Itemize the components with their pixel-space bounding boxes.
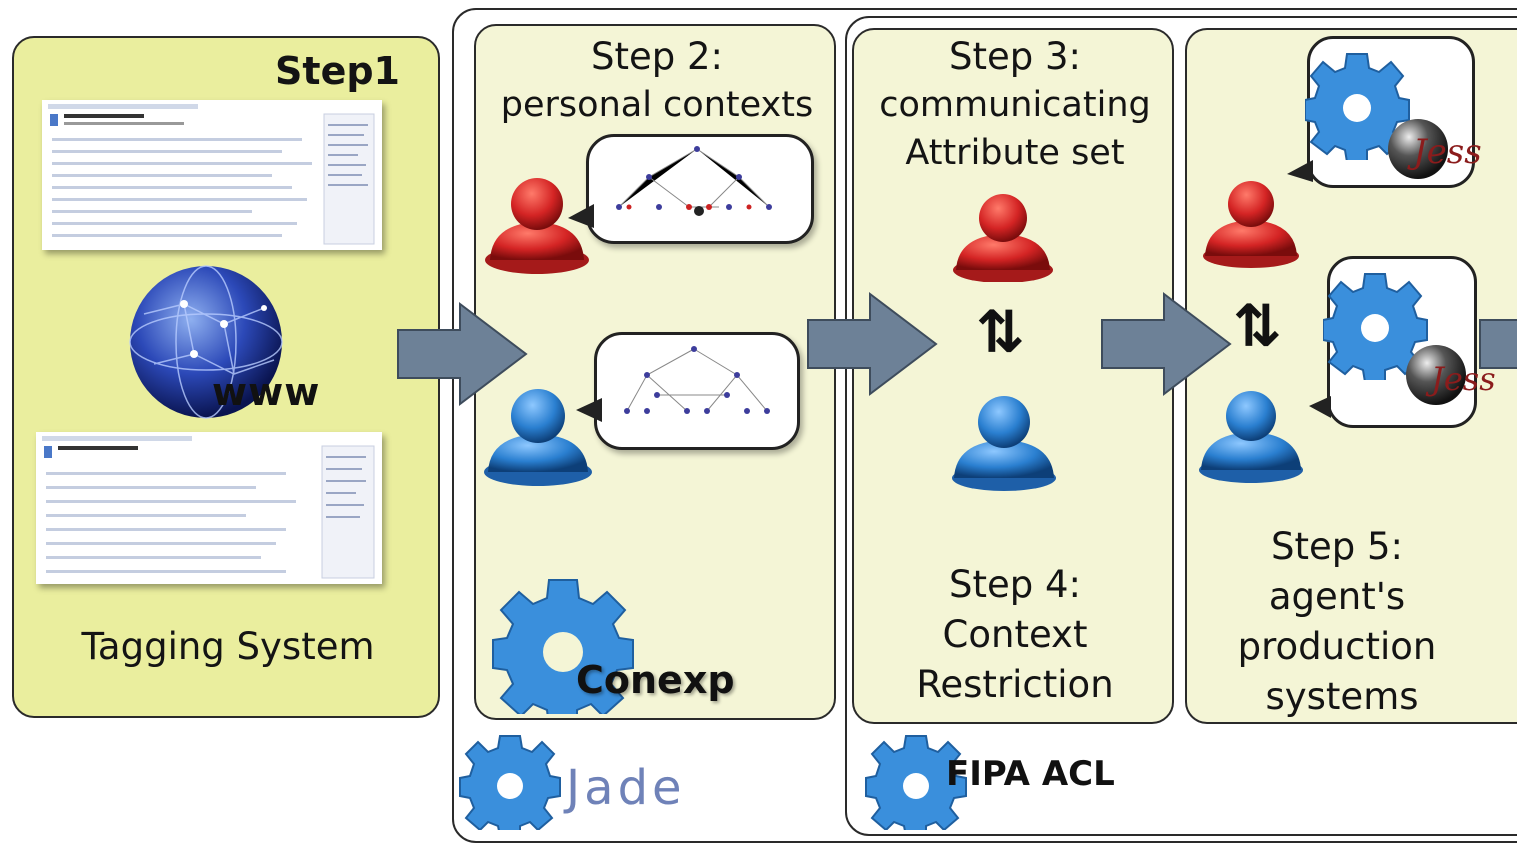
step3-step4-panel: Step 3: communicating Attribute set ⇅ St… <box>852 28 1174 724</box>
jess-gear-icon-2 <box>1323 273 1428 380</box>
red-agent-icon-step3 <box>953 194 1053 282</box>
jess-sphere-icon-2 <box>1406 345 1466 405</box>
step1-title: Step1 <box>275 49 400 93</box>
tagging-page-lines <box>48 104 375 245</box>
fipa-acl-frame <box>845 16 1517 836</box>
jade-logo-text: Jade <box>566 760 686 816</box>
step2-title-line2: personal contexts <box>500 85 814 125</box>
step1-panel: Step1 <box>12 36 440 718</box>
step1-caption: Tagging System <box>81 625 375 668</box>
exchange-arrows-step5: ⇅ <box>1233 292 1282 360</box>
blue-agent-icon-step3 <box>952 396 1056 491</box>
step3-title-line3: Attribute set <box>905 133 1125 173</box>
conexp-label: Conexp <box>576 658 735 702</box>
tagging-screenshot-bottom <box>36 432 382 584</box>
step5-line1: Step 5: <box>1270 525 1403 568</box>
step5-panel: Jess Jess ⇅ Step 5: agent's production s… <box>1185 28 1517 724</box>
step5-line2: agent's <box>1268 575 1406 618</box>
step4-line1: Step 4: <box>948 563 1081 606</box>
tagging-page-lines-2 <box>42 436 375 579</box>
flow-arrow-3 <box>1101 291 1232 397</box>
flow-arrow-4-partial <box>1479 319 1517 369</box>
step5-line3: production <box>1237 625 1437 668</box>
red-agent-icon-step5 <box>1203 181 1299 268</box>
globe-www-label: www <box>212 370 321 414</box>
jess-bubble-1-tail <box>1287 160 1313 182</box>
step4-line2: Context <box>942 613 1088 656</box>
step5-line4: systems <box>1265 675 1419 718</box>
step3-title-line1: Step 3: <box>948 35 1081 78</box>
jess-gear-icon-1 <box>1305 53 1410 160</box>
fipa-acl-label: FIPA ACL <box>946 754 1115 794</box>
red-agent-icon <box>485 178 589 274</box>
flow-arrow-1 <box>397 301 528 407</box>
bubble-1-tail <box>568 204 594 228</box>
flow-arrow-2 <box>807 291 938 397</box>
jess-sphere-icon-1 <box>1388 119 1448 179</box>
context-lattice-bubble-2 <box>594 332 800 450</box>
context-lattice-bubble-1 <box>586 134 814 244</box>
step2-panel: Step 2: personal contexts <box>474 24 836 720</box>
exchange-arrows-step3: ⇅ <box>976 298 1025 366</box>
concept-lattice-graph-2 <box>624 346 770 414</box>
step2-title-line1: Step 2: <box>590 35 723 78</box>
bubble-2-tail <box>576 398 602 422</box>
step3-title-line2: communicating <box>879 85 1151 125</box>
tagging-screenshot-top <box>42 100 382 250</box>
fipa-gear-icon <box>865 735 967 830</box>
jade-gear-icon <box>459 735 561 830</box>
globe-icon <box>129 265 283 419</box>
conexp-gear-icon <box>492 579 634 714</box>
blue-agent-icon-step5 <box>1199 391 1303 483</box>
blue-agent-icon <box>484 389 592 486</box>
jess-bubble-2-tail <box>1309 396 1331 418</box>
www-globe <box>124 264 294 424</box>
jess-logo-text-1: Jess <box>1413 132 1482 172</box>
concept-lattice-graph-1 <box>616 146 772 216</box>
step4-line3: Restriction <box>916 663 1114 706</box>
